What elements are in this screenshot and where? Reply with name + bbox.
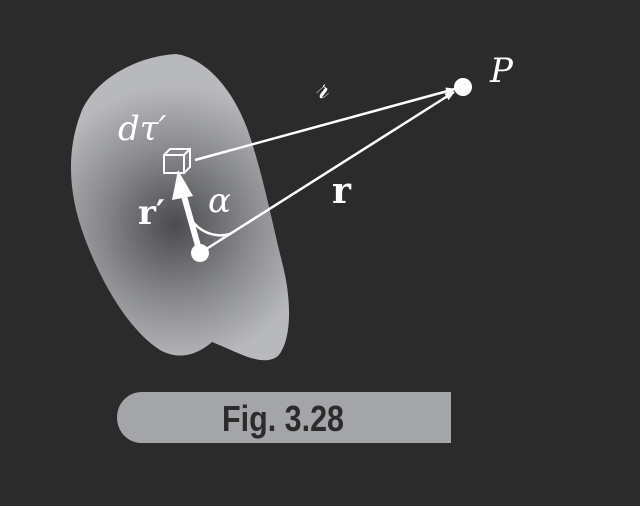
- volume-element-label: dτ′: [118, 109, 167, 149]
- separation-label: 𝓇: [315, 68, 329, 106]
- field-point-label: P: [489, 51, 514, 91]
- volume-element-cube: [163, 148, 191, 174]
- source-vector-shaft: [181, 195, 203, 254]
- separation-vector: [194, 87, 456, 162]
- angle-arc: [189, 218, 231, 237]
- position-vector: [199, 90, 455, 255]
- origin-point: [191, 244, 209, 262]
- figure-caption: Fig. 3.28: [222, 398, 344, 439]
- source-vector-label: r′: [138, 193, 165, 233]
- field-point-dot: [454, 78, 472, 96]
- source-vector-arrowhead: [172, 170, 193, 200]
- position-vector-label: r: [332, 170, 352, 212]
- caption-bar: [117, 392, 451, 443]
- charge-distribution-blob: [70, 54, 290, 361]
- angle-label: α: [208, 181, 231, 221]
